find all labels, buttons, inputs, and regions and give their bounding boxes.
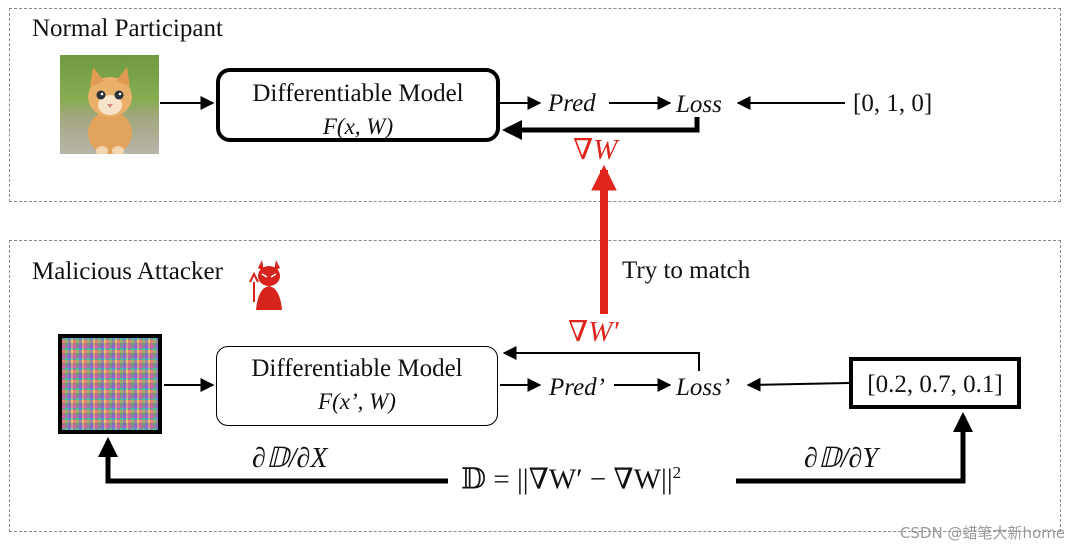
attacker-model-box: Differentiable Model F(x’, W) [216,346,498,426]
arrow-loss2-back-to-model [502,346,700,371]
grad-wrt-x-label: ∂𝔻/∂X [252,443,328,474]
attacker-pred-label: Pred’ [549,374,605,401]
arrow-loss-back-to-model [502,117,700,140]
distance-formula-exponent: 2 [672,463,682,482]
attacker-model-title: Differentiable Model [251,355,463,382]
cat-image [60,55,159,154]
devil-icon [249,260,282,310]
normal-pred-label: Pred [548,90,596,117]
attacker-loss-label: Loss’ [676,374,731,401]
distance-formula: 𝔻 = ||∇W′ − ∇W||2 [461,464,681,495]
csdn-watermark: CSDN @蜡笔大新home [899,524,1065,542]
normal-model-box: Differentiable Model F(x, W) [216,68,500,142]
arrow-distance-to-label [736,412,973,484]
attacker-dummy-label-box: [0.2, 0.7, 0.1] [849,357,1021,409]
attacker-model-function: F(x’, W) [318,389,396,414]
normal-model-function: F(x, W) [322,114,394,139]
arrow-label2-to-loss [746,377,850,392]
attacker-dummy-label: [0.2, 0.7, 0.1] [867,371,1003,398]
normal-gradient-label: ∇W [573,134,618,166]
attacker-panel-title: Malicious Attacker [32,258,223,285]
normal-loss-label: Loss [676,91,722,118]
normal-model-title: Differentiable Model [252,80,464,107]
try-to-match-label: Try to match [622,257,751,284]
normal-true-label: [0, 1, 0] [853,90,933,117]
normal-participant-panel [9,8,1061,202]
malicious-attacker-panel [9,240,1061,532]
arrow-distance-to-noise [98,437,448,484]
attacker-gradient-label: ∇W′ [568,316,619,348]
noise-image [58,334,162,434]
distance-formula-body: 𝔻 = ||∇W′ − ∇W|| [461,463,673,496]
grad-wrt-y-label: ∂𝔻/∂Y [804,443,878,474]
normal-panel-title: Normal Participant [32,15,223,42]
